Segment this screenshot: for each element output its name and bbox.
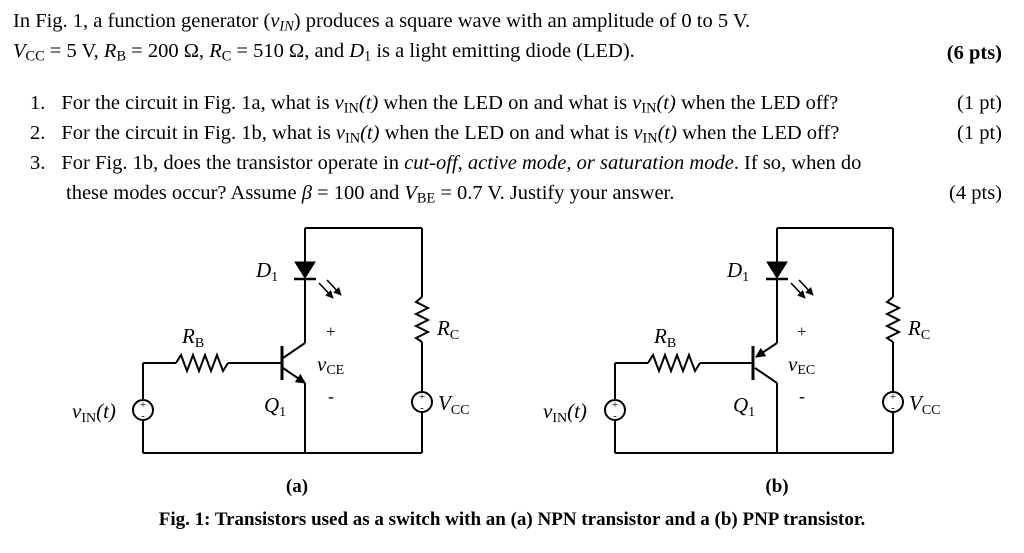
question-number: 2. bbox=[30, 122, 46, 144]
subfigure-label-a: (a) bbox=[286, 476, 308, 497]
question-1: 1.For the circuit in Fig. 1a, what is vI… bbox=[30, 92, 839, 117]
circuit-a bbox=[132, 227, 433, 454]
figure-caption: Fig. 1: Transistors used as a switch wit… bbox=[158, 509, 866, 530]
intro-points: (6 pts) bbox=[946, 42, 1002, 64]
rb-label: RB bbox=[181, 324, 204, 351]
vec-label: vEC bbox=[788, 352, 815, 378]
vce-plus: + bbox=[326, 322, 336, 341]
subfigure-label-b: (b) bbox=[765, 476, 788, 497]
beta-symbol: β bbox=[301, 182, 312, 204]
rb-symbol: RB bbox=[103, 40, 127, 65]
vin-label: vIN(t) bbox=[72, 399, 116, 426]
intro-line-2: VCC = 5 V, RB = 200 Ω, RC = 510 Ω, and D… bbox=[13, 40, 635, 65]
vin-label: vIN(t) bbox=[543, 399, 587, 426]
vin-symbol: vIN(t) bbox=[334, 92, 379, 117]
intro-text: ) produces a square wave with an amplitu… bbox=[293, 10, 751, 32]
d1-label: D1 bbox=[255, 258, 278, 285]
vin-symbol: vIN bbox=[270, 10, 294, 35]
vce-minus: - bbox=[328, 386, 334, 406]
question-3: 3.For Fig. 1b, does the transistor opera… bbox=[30, 152, 862, 174]
question-3-line-2: these modes occur? Assume β = 100 and VB… bbox=[66, 182, 675, 207]
svg-text:-: - bbox=[141, 410, 145, 422]
q1-label: Q1 bbox=[733, 393, 755, 420]
question-2: 2.For the circuit in Fig. 1b, what is vI… bbox=[30, 122, 840, 147]
vcc-symbol: VCC bbox=[13, 40, 45, 65]
question-1-points: (1 pt) bbox=[957, 92, 1002, 114]
svg-text:-: - bbox=[613, 410, 617, 422]
svg-text:+: + bbox=[419, 391, 425, 403]
light-emission-icon bbox=[318, 279, 342, 299]
intro-text: In Fig. 1, a function generator ( bbox=[13, 10, 271, 32]
svg-text:+: + bbox=[890, 391, 896, 403]
d1-symbol: D1 bbox=[349, 40, 372, 65]
rc-resistor bbox=[884, 296, 902, 343]
rc-label: RC bbox=[907, 316, 930, 343]
vec-minus: - bbox=[799, 386, 805, 406]
rc-symbol: RC bbox=[209, 40, 232, 65]
vbe-symbol: VBE bbox=[404, 182, 436, 207]
q1-label: Q1 bbox=[264, 393, 286, 420]
question-3-points: (4 pts) bbox=[949, 182, 1002, 204]
d1-label: D1 bbox=[726, 258, 749, 285]
svg-text:-: - bbox=[891, 402, 895, 414]
vin-symbol: vIN(t) bbox=[632, 92, 676, 117]
operating-modes: cut-off, active mode, or saturation mode bbox=[404, 152, 734, 174]
vcc-label: VCC bbox=[909, 391, 941, 418]
question-number: 1. bbox=[30, 92, 46, 114]
light-emission-icon bbox=[790, 279, 814, 299]
led-d1-icon bbox=[294, 261, 316, 279]
vin-symbol: vIN(t) bbox=[335, 122, 380, 147]
intro-line-1: In Fig. 1, a function generator (vIN) pr… bbox=[13, 9, 751, 35]
vcc-label: VCC bbox=[438, 391, 470, 418]
source-polarity-icon: + - + - bbox=[140, 391, 425, 422]
rc-label: RC bbox=[436, 316, 459, 343]
circuit-b bbox=[604, 227, 904, 454]
rc-resistor bbox=[413, 296, 431, 343]
svg-text:-: - bbox=[420, 402, 424, 414]
vin-symbol: vIN(t) bbox=[633, 122, 677, 147]
svg-text:+: + bbox=[612, 399, 618, 411]
vec-plus: + bbox=[797, 322, 807, 341]
rb-label: RB bbox=[653, 324, 676, 351]
led-d1-icon bbox=[766, 261, 788, 279]
question-2-points: (1 pt) bbox=[957, 122, 1002, 144]
rb-resistor bbox=[647, 352, 701, 374]
vce-label: vCE bbox=[317, 352, 344, 378]
question-number: 3. bbox=[30, 152, 46, 174]
source-polarity-icon: + - + - bbox=[612, 391, 896, 422]
svg-text:+: + bbox=[140, 399, 146, 411]
rb-resistor bbox=[175, 352, 229, 374]
